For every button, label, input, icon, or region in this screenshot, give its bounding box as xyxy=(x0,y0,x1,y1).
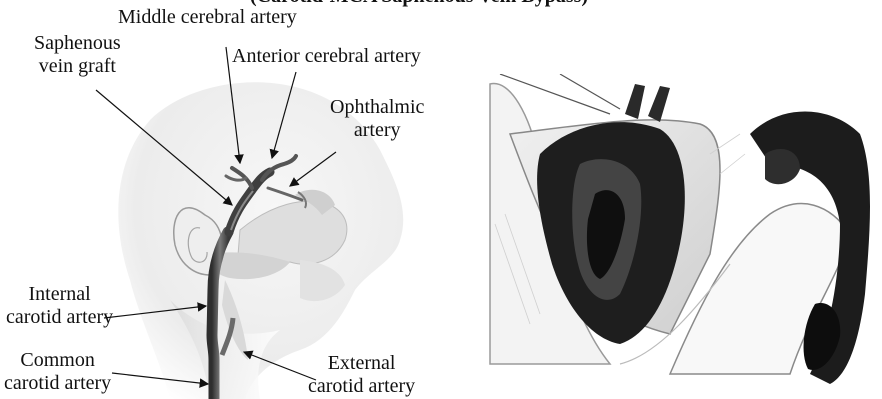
label-text: carotid artery xyxy=(6,306,113,329)
label-anterior-cerebral-artery: Anterior cerebral artery xyxy=(232,45,421,68)
label-text: External xyxy=(308,352,415,375)
label-ophthalmic-artery: Ophthalmic artery xyxy=(330,96,424,142)
label-text: artery xyxy=(330,119,424,142)
label-text: Internal xyxy=(6,283,113,306)
label-common-carotid-artery: Common carotid artery xyxy=(4,349,111,395)
label-text: Saphenous xyxy=(34,32,121,55)
label-text: Anterior cerebral artery xyxy=(232,45,421,68)
label-internal-carotid-artery: Internal carotid artery xyxy=(6,283,113,329)
label-text: carotid artery xyxy=(308,375,415,398)
label-text: Common xyxy=(4,349,111,372)
label-text: Middle cerebral artery xyxy=(118,6,297,29)
label-middle-cerebral-artery: Middle cerebral artery xyxy=(118,6,297,29)
label-saphenous-vein-graft: Saphenous vein graft xyxy=(34,32,121,78)
label-text: carotid artery xyxy=(4,372,111,395)
surgical-view-illustration xyxy=(470,74,880,394)
label-external-carotid-artery: External carotid artery xyxy=(308,352,415,398)
label-text: Ophthalmic xyxy=(330,96,424,119)
label-text: vein graft xyxy=(34,55,121,78)
